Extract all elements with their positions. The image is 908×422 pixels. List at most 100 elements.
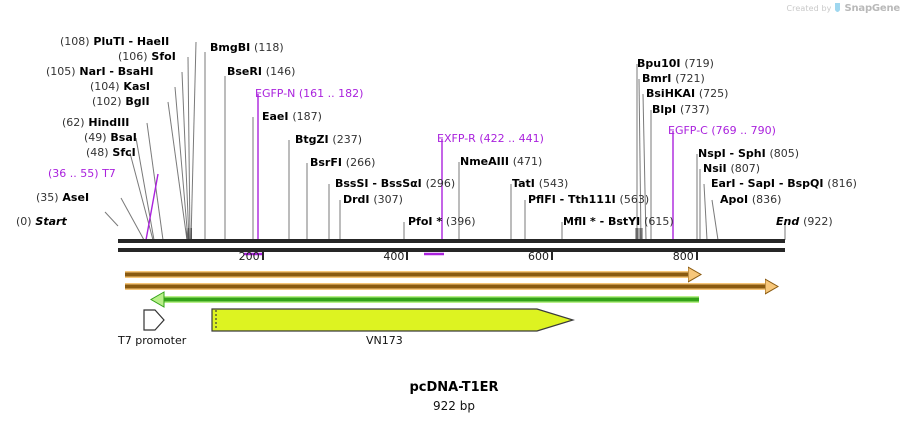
label-position: (49) (84, 131, 107, 144)
label-name: NarI - BsaHI (75, 65, 154, 78)
label-position: (105) (46, 65, 76, 78)
label-position: (721) (675, 72, 705, 85)
enzyme-label[interactable]: NsiI (807) (703, 163, 760, 175)
enzyme-label[interactable]: BssSI - BssSαI (296) (335, 178, 455, 190)
enzyme-label[interactable]: NmeAIII (471) (460, 156, 542, 168)
enzyme-label[interactable]: EaeI (187) (262, 111, 322, 123)
ruler-tick (406, 252, 409, 260)
label-name: EaeI (262, 110, 293, 123)
label-position: (543) (538, 177, 569, 190)
green-track-arrowhead (150, 291, 165, 308)
label-position: (48) (86, 146, 109, 159)
label-name: EXFP-R (437, 132, 480, 145)
enzyme-label[interactable]: DrdI (307) (343, 194, 403, 206)
enzyme-label[interactable]: (104) KasI (90, 81, 150, 93)
enzyme-label[interactable]: NspI - SphI (805) (698, 148, 799, 160)
enzyme-label[interactable]: (108) PluTI - HaeII (60, 36, 169, 48)
t7-promoter-arrow[interactable] (143, 309, 165, 332)
label-position: (106) (118, 50, 148, 63)
label-name: PfoI * (408, 215, 446, 228)
feature-label[interactable]: EGFP-N (161 .. 182) (255, 88, 363, 100)
snapgene-watermark: Created by SnapGene (786, 3, 900, 14)
label-position: (296) (425, 177, 456, 190)
sequence-backbone-bottom (118, 248, 785, 252)
label-position: (102) (92, 95, 122, 108)
enzyme-label[interactable]: Bpu10I (719) (637, 58, 714, 70)
plasmid-name: pcDNA-T1ER (409, 380, 499, 395)
ruler-tick (551, 252, 554, 260)
enzyme-label[interactable]: (0) Start (16, 216, 67, 228)
plasmid-title-block: pcDNA-T1ER 922 bp (0, 380, 908, 413)
snapgene-logo-icon (834, 3, 841, 14)
enzyme-label[interactable]: BlpI (737) (652, 104, 710, 116)
enzyme-label[interactable]: EarI - SapI - BspQI (816) (711, 178, 857, 190)
label-position: (266) (345, 156, 376, 169)
label-position: (108) (60, 35, 90, 48)
enzyme-label[interactable]: (102) BglI (92, 96, 150, 108)
enzyme-label[interactable]: BsrFI (266) (310, 157, 375, 169)
enzyme-label[interactable]: End (922) (776, 216, 833, 228)
label-position: (36 .. 55) (48, 167, 99, 180)
label-name: BsaI (106, 131, 137, 144)
plasmid-length: 922 bp (433, 399, 475, 413)
enzyme-label[interactable]: (105) NarI - BsaHI (46, 66, 153, 78)
ruler-tick-label: 200 (238, 250, 260, 263)
label-name: MflI * - BstYI (563, 215, 645, 228)
enzyme-label[interactable]: PflFI - Tth111I (563) (528, 194, 649, 206)
vn173-cds-arrow[interactable] (211, 306, 575, 334)
orange-track-2[interactable] (125, 283, 770, 290)
enzyme-label[interactable]: TatI (543) (512, 178, 568, 190)
enzyme-label[interactable]: MflI * - BstYI (615) (563, 216, 674, 228)
orange-track-1-arrowhead (688, 266, 702, 283)
label-name: Start (31, 215, 67, 228)
label-name: NsiI (703, 162, 731, 175)
green-track[interactable] (163, 296, 699, 303)
t7-promoter-label: T7 promoter (118, 334, 187, 347)
enzyme-label[interactable]: ApoI (836) (720, 194, 781, 206)
label-position: (836) (751, 193, 782, 206)
label-name: NspI - SphI (698, 147, 770, 160)
label-position: (0) (16, 215, 32, 228)
label-position: (307) (373, 193, 403, 206)
feature-label[interactable]: (36 .. 55) T7 (48, 168, 116, 180)
enzyme-label[interactable]: BseRI (146) (227, 66, 295, 78)
label-position: (807) (730, 162, 761, 175)
feature-label[interactable]: EGFP-C (769 .. 790) (668, 125, 776, 137)
label-name: ApoI (720, 193, 752, 206)
label-name: T7 (98, 167, 116, 180)
label-name: BlpI (652, 103, 680, 116)
enzyme-label[interactable]: BmgBI (118) (210, 42, 284, 54)
label-name: BtgZI (295, 133, 333, 146)
label-name: DrdI (343, 193, 374, 206)
label-name: BmgBI (210, 41, 255, 54)
enzyme-label[interactable]: BsiHKAI (725) (646, 88, 728, 100)
label-position: (187) (292, 110, 322, 123)
label-name: NmeAIII (460, 155, 513, 168)
feature-label[interactable]: EXFP-R (422 .. 441) (437, 133, 544, 145)
watermark-prefix: Created by (786, 4, 832, 13)
label-name: Bpu10I (637, 57, 685, 70)
enzyme-label[interactable]: BmrI (721) (642, 73, 705, 85)
label-position: (615) (644, 215, 674, 228)
enzyme-label[interactable]: (35) AseI (36, 192, 89, 204)
label-position: (422 .. 441) (479, 132, 544, 145)
enzyme-label[interactable]: PfoI * (396) (408, 216, 476, 228)
label-position: (922) (803, 215, 833, 228)
enzyme-label[interactable]: BtgZI (237) (295, 134, 362, 146)
enzyme-label[interactable]: (48) SfcI (86, 147, 136, 159)
label-name: TatI (512, 177, 539, 190)
orange-track-1[interactable] (125, 271, 693, 278)
label-name: PluTI - HaeII (89, 35, 170, 48)
enzyme-label[interactable]: (62) HindIII (62, 117, 129, 129)
enzyme-label[interactable]: (49) BsaI (84, 132, 137, 144)
label-name: End (776, 215, 804, 228)
label-name: BsrFI (310, 156, 346, 169)
ruler-tick-label: 400 (383, 250, 405, 263)
label-name: AseI (58, 191, 90, 204)
enzyme-label[interactable]: (106) SfoI (118, 51, 176, 63)
label-name: BssSI - BssSαI (335, 177, 426, 190)
ruler-tick-label: 600 (528, 250, 550, 263)
label-position: (805) (769, 147, 800, 160)
ruler-tick-label: 800 (672, 250, 694, 263)
